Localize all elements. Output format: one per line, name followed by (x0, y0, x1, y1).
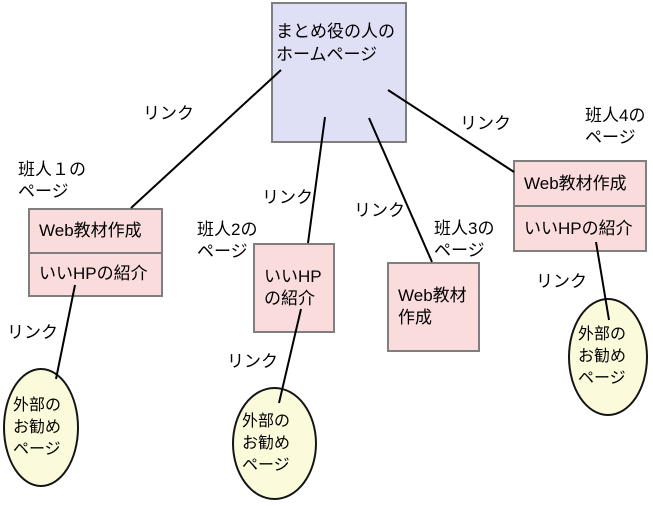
link-label-root-group3: リンク (354, 201, 405, 220)
link-label-group1-external: リンク (7, 323, 58, 342)
link-label-root-group4: リンク (460, 114, 511, 133)
group3-page-box: Web教材 作成 (387, 262, 480, 352)
group1-cell-good-hp: いいHPの紹介 (30, 251, 161, 296)
link-line-root-to-group1 (130, 69, 282, 209)
link-line-group1-to-external (55, 284, 76, 380)
group4-caption: 班人4の ページ (585, 106, 646, 147)
group3-cell-web-material: Web教材 作成 (398, 286, 467, 327)
group2-page-box: いいHP の紹介 (253, 243, 335, 333)
group4-page-box: Web教材作成 いいHPの紹介 (513, 160, 647, 252)
group1-cell-web-material: Web教材作成 (39, 220, 142, 240)
root-page-box: まとめ役の人の ホームページ (271, 2, 407, 143)
link-label-root-group2: リンク (262, 188, 313, 207)
group1-caption: 班人１の ページ (18, 160, 86, 201)
group1-page-box: Web教材作成 いいHPの紹介 (28, 208, 163, 297)
group4-cell-good-hp: いいHPの紹介 (515, 205, 645, 250)
group2-caption: 班人2の ページ (197, 220, 258, 261)
external-page-ellipse-3: 外部の お勧め ページ (568, 298, 648, 416)
external-page-ellipse-2: 外部の お勧め ページ (232, 387, 317, 500)
link-label-group4-external: リンク (536, 272, 587, 291)
group4-cell-web-material: Web教材作成 (524, 173, 627, 193)
link-label-group2-external: リンク (227, 352, 278, 371)
link-label-root-group1: リンク (143, 104, 194, 123)
external-page-ellipse-1: 外部の お勧め ページ (3, 368, 79, 487)
group2-cell-good-hp: いいHP の紹介 (264, 267, 322, 308)
group3-caption: 班人3の ページ (434, 219, 495, 260)
